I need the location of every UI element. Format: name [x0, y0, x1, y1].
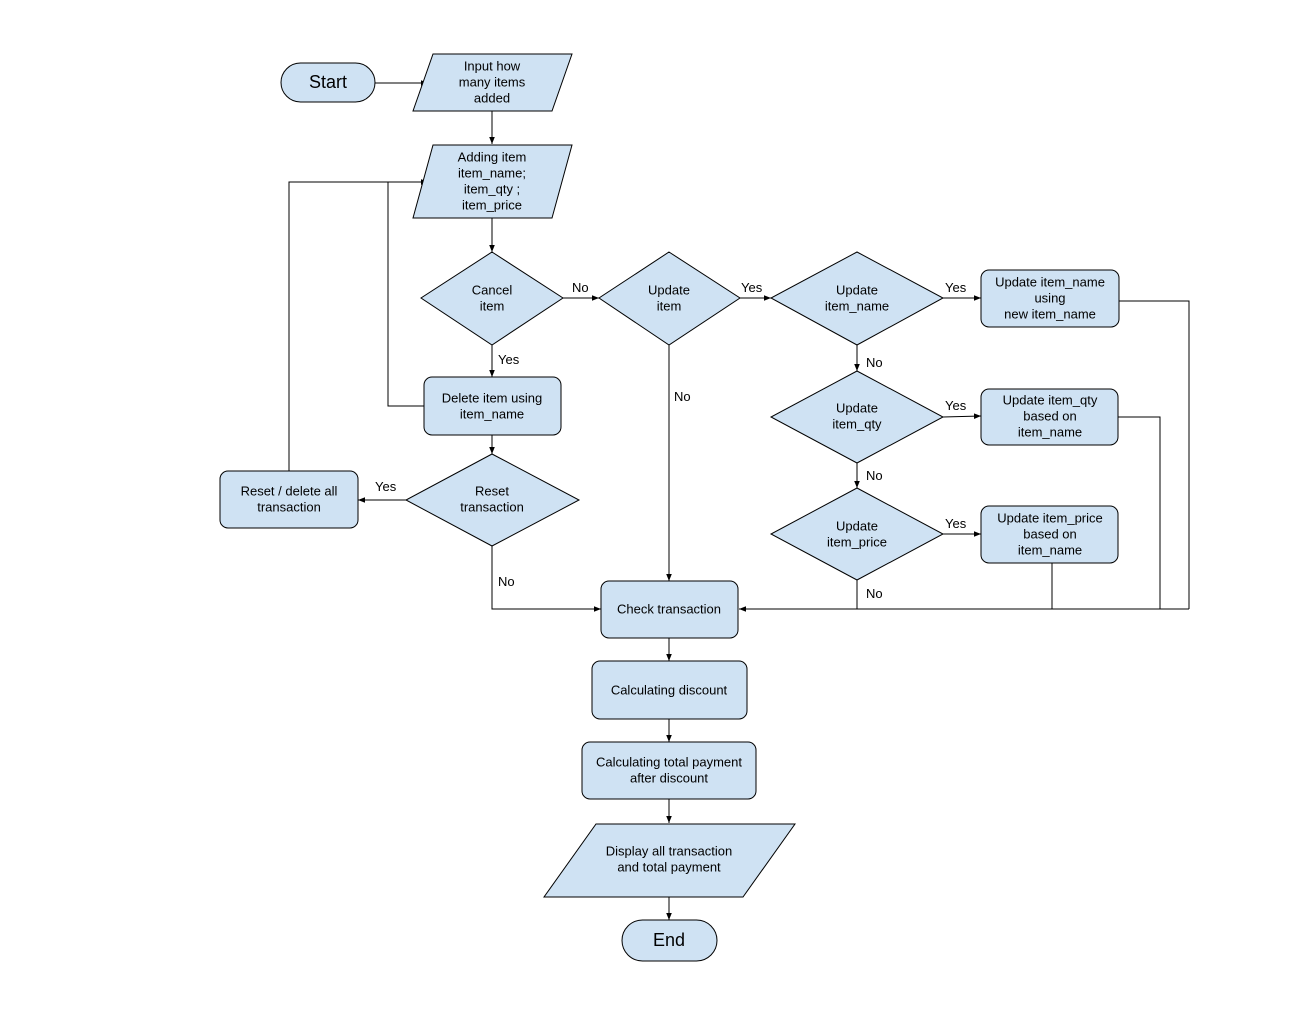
- node-label-line: based on: [1023, 526, 1077, 541]
- node-label-line: Input how: [464, 58, 521, 73]
- edge-label-updateqty-yes: Yes: [945, 398, 967, 413]
- update-item-decision: [598, 251, 741, 346]
- edge-label-cancel-yes: Yes: [498, 352, 520, 367]
- edge-labels: No Yes Yes No Yes No Yes No Yes No Yes N…: [375, 280, 967, 601]
- node-label-line: item_qty: [832, 416, 882, 431]
- edge-reset-to-check: [491, 546, 601, 612]
- node-label-line: Start: [309, 72, 347, 92]
- delete-item-process: [423, 376, 562, 436]
- calc-discount-label: Calculating discount: [611, 682, 728, 697]
- node-label-line: Update: [648, 282, 690, 297]
- node-label-line: Adding item: [458, 149, 527, 164]
- node-label-line: item_price: [827, 534, 887, 549]
- node-label-line: item_price: [462, 197, 522, 212]
- update-item-name-decision: [769, 251, 945, 346]
- node-label-line: transaction: [460, 499, 524, 514]
- node-label-line: Reset / delete all: [241, 483, 338, 498]
- node-label-line: item: [657, 298, 682, 313]
- update-item-price-action: [980, 505, 1119, 564]
- edge-label-reset-no: No: [498, 574, 515, 589]
- adding-item-parallelogram: [412, 144, 573, 219]
- node-label-line: item_name: [825, 298, 889, 313]
- node-label-line: Cancel: [472, 282, 513, 297]
- edge-qtyaction-to-bus: [1118, 416, 1161, 609]
- node-label-line: Display all transaction: [606, 843, 732, 858]
- node-label-line: Calculating total payment: [596, 754, 742, 769]
- end-label: End: [653, 930, 685, 950]
- update-item-price-decision: [769, 487, 945, 581]
- start-terminator: [280, 62, 376, 103]
- node-label-line: item_name: [460, 406, 524, 421]
- edge-label-updateqty-no: No: [866, 468, 883, 483]
- edge-label-cancel-no: No: [572, 280, 589, 295]
- update-item-qty-action: [980, 388, 1119, 446]
- node-label-line: based on: [1023, 408, 1077, 423]
- reset-delete-all-process: [219, 470, 359, 529]
- edge-resetall-to-adding: [288, 179, 428, 471]
- reset-transaction-decision: [404, 453, 581, 547]
- node-label-line: Calculating discount: [611, 682, 728, 697]
- display-parallelogram: [543, 823, 796, 898]
- edge-label-update-yes: Yes: [741, 280, 763, 295]
- node-label-line: item: [480, 298, 505, 313]
- node-label-line: Update: [836, 282, 878, 297]
- node-label-line: new item_name: [1004, 306, 1096, 321]
- end-terminator: [621, 919, 718, 962]
- check-transaction-process: [600, 580, 739, 639]
- edge-label-updatename-no: No: [866, 355, 883, 370]
- edge-label-reset-yes: Yes: [375, 479, 397, 494]
- node-label-line: End: [653, 930, 685, 950]
- update-item-name-action: [980, 269, 1120, 328]
- calc-total-process: [581, 741, 757, 800]
- node-label-line: Update item_price: [997, 510, 1103, 525]
- edge-label-update-no: No: [674, 389, 691, 404]
- node-label-line: Update: [836, 518, 878, 533]
- connectors: [288, 80, 1190, 920]
- node-label-line: item_name: [1018, 424, 1082, 439]
- calc-discount-process: [591, 660, 748, 720]
- edge-nameaction-to-bus: [1119, 300, 1190, 609]
- node-label-line: and total payment: [617, 859, 721, 874]
- node-label-line: added: [474, 90, 510, 105]
- node-label-line: Update item_qty: [1003, 392, 1098, 407]
- edge-label-updateprice-no: No: [866, 586, 883, 601]
- cancel-item-decision: [420, 251, 564, 346]
- node-label-line: transaction: [257, 499, 321, 514]
- update-item-qty-decision: [769, 370, 945, 464]
- edge-label-updatename-yes: Yes: [945, 280, 967, 295]
- node-label-line: after discount: [630, 770, 708, 785]
- node-label-line: Update: [836, 400, 878, 415]
- node-label-line: Update item_name: [995, 274, 1105, 289]
- node-label-line: many items: [459, 74, 526, 89]
- node-label-line: Delete item using: [442, 390, 542, 405]
- input-count-parallelogram: [412, 53, 573, 112]
- edge-updateqty-to-action: [942, 413, 982, 419]
- node-label-line: Reset: [475, 483, 509, 498]
- node-label-line: item_name: [1018, 542, 1082, 557]
- start-label: Start: [309, 72, 347, 92]
- node-label-line: using: [1034, 290, 1065, 305]
- node-label-line: item_name;: [458, 165, 526, 180]
- node-label-line: Check transaction: [617, 601, 721, 616]
- check-transaction-label: Check transaction: [617, 601, 721, 616]
- edge-label-updateprice-yes: Yes: [945, 516, 967, 531]
- node-label-line: item_qty ;: [464, 181, 520, 196]
